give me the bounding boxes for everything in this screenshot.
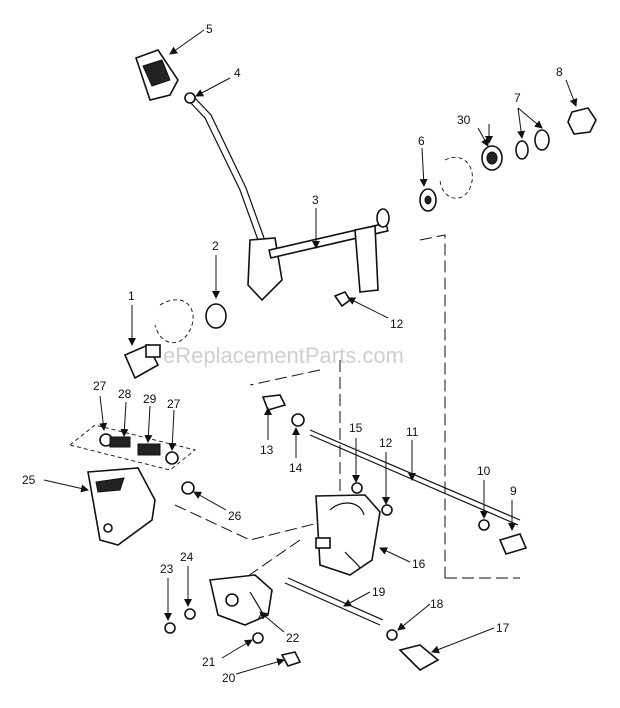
- callout-16: 16: [412, 557, 426, 571]
- assembly-lines: [69, 156, 520, 586]
- callout-labels: 1 2 3 4 5 6 7 8 9 10 11 12 12 13 14 15 1…: [22, 22, 563, 685]
- callout-28: 28: [118, 387, 132, 401]
- watermark: eReplacementParts.com: [163, 343, 404, 368]
- detent-knob: [123, 343, 161, 380]
- callout-25: 25: [22, 473, 36, 487]
- callout-3: 3: [312, 193, 319, 207]
- callout-15: 15: [349, 421, 363, 435]
- leader-lines: [43, 29, 578, 675]
- callout-12b: 12: [390, 317, 404, 331]
- callout-5: 5: [206, 22, 213, 36]
- callout-1: 1: [128, 289, 135, 303]
- callout-26: 26: [228, 509, 242, 523]
- callout-17: 17: [496, 621, 510, 635]
- bracket-center: [315, 494, 381, 576]
- callout-4: 4: [234, 66, 241, 80]
- callout-9: 9: [510, 484, 517, 498]
- callout-30: 30: [457, 113, 471, 127]
- bracket-lower: [164, 574, 440, 671]
- callout-27a: 27: [93, 379, 107, 393]
- callout-20: 20: [222, 671, 236, 685]
- callout-14: 14: [289, 461, 303, 475]
- callout-19: 19: [372, 585, 386, 599]
- hardware-right: [184, 92, 597, 329]
- callout-6: 6: [418, 134, 425, 148]
- plate-left: [87, 467, 195, 546]
- callout-29: 29: [143, 392, 157, 406]
- callout-23: 23: [160, 562, 174, 576]
- callout-21: 21: [202, 655, 216, 669]
- callout-8: 8: [556, 65, 563, 79]
- detent-parts: [99, 433, 179, 465]
- callout-11: 11: [406, 425, 419, 439]
- callout-13: 13: [260, 443, 274, 457]
- callout-12a: 12: [379, 436, 393, 450]
- callout-27b: 27: [167, 397, 181, 411]
- callout-2: 2: [212, 239, 219, 253]
- shift-lever: [134, 49, 389, 302]
- callout-24: 24: [180, 550, 194, 564]
- callout-18: 18: [430, 597, 444, 611]
- callout-10: 10: [477, 464, 491, 478]
- callout-7: 7: [514, 91, 521, 105]
- callout-22: 22: [286, 631, 300, 645]
